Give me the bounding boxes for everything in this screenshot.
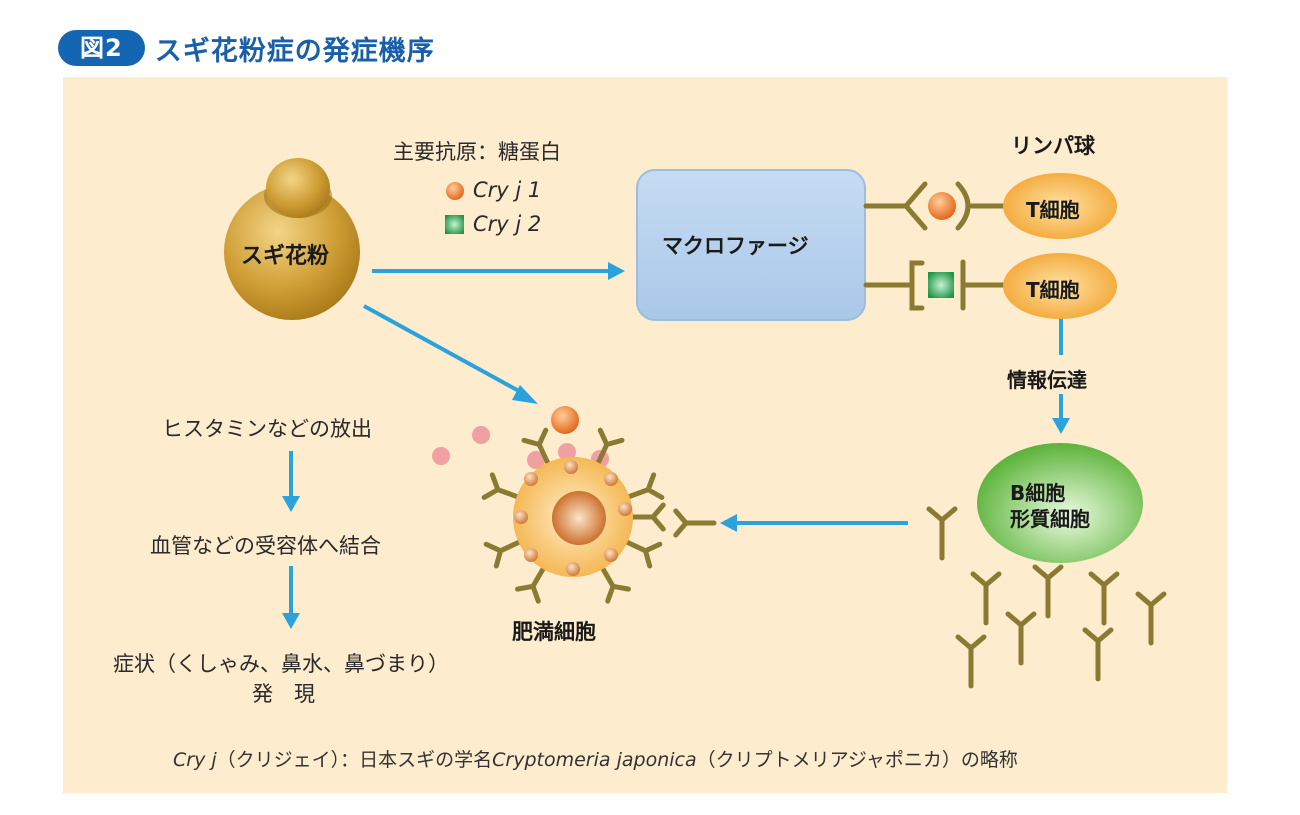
flow-step-symptoms: 症状（くしゃみ、鼻水、鼻づまり） <box>113 652 449 676</box>
pollen-label: スギ花粉 <box>241 244 330 269</box>
antibody-icon <box>515 562 548 604</box>
arrow-head <box>720 514 737 532</box>
arrow-pollen-to-mastcell <box>363 304 529 398</box>
antibody-icon <box>1088 571 1120 626</box>
cryj1-marker-icon <box>446 182 464 200</box>
b-cell-label: B細胞 <box>1010 481 1066 505</box>
antibody-icon <box>1032 564 1064 619</box>
antibody-icon <box>626 502 666 532</box>
granule <box>604 472 618 486</box>
figure-header: 図2 スギ花粉症の発症機序 <box>58 28 435 68</box>
t-cell-2-label: T細胞 <box>1026 278 1080 302</box>
footnote-abbrev: Cry j <box>173 749 217 771</box>
granule <box>618 502 632 516</box>
histamine-particle <box>527 451 545 469</box>
footnote-text-1: （クリジェイ）：日本スギの学名 <box>216 749 493 771</box>
antigen-presentation-cryj1 <box>863 181 1008 231</box>
b-cell-shape <box>977 443 1143 563</box>
t-cell-1-shape <box>1003 173 1117 239</box>
granule <box>514 510 528 524</box>
antibody-icon <box>1135 591 1167 646</box>
flow-step-onset: 発 現 <box>252 682 315 706</box>
lymphocyte-heading: リンパ球 <box>1011 134 1095 158</box>
macrophage-box <box>636 169 866 321</box>
granule <box>524 548 538 562</box>
t-cell-2-shape <box>1003 253 1117 319</box>
histamine-particle <box>558 443 576 461</box>
antibody-icon <box>955 634 987 689</box>
antigen-item-cryj1: Cry j 1 <box>473 178 542 202</box>
histamine-particle <box>432 447 450 465</box>
histamine-particle <box>472 426 490 444</box>
granule <box>566 562 580 576</box>
antibody-icon <box>926 506 958 561</box>
bound-allergen-icon <box>551 406 579 434</box>
arrow-head <box>282 613 300 629</box>
arrow-head <box>1052 418 1070 434</box>
antigen-item-cryj2: Cry j 2 <box>473 212 542 236</box>
cryj1-antigen-icon <box>928 192 956 220</box>
signal-transmission-label: 情報伝達 <box>1007 368 1087 392</box>
antibody-icon <box>481 472 523 501</box>
flow-step-receptor-binding: 血管などの受容体へ結合 <box>150 534 381 558</box>
mast-cell-granules <box>514 460 632 576</box>
t-cell-1-label: T細胞 <box>1026 198 1080 222</box>
pollen-grain-icon <box>224 158 360 320</box>
arrow-head <box>282 496 300 512</box>
figure-title: スギ花粉症の発症機序 <box>154 35 435 67</box>
antibody-icon <box>1082 627 1114 682</box>
granule <box>564 460 578 474</box>
antibody-icon <box>598 562 631 604</box>
mast-cell-antibodies <box>481 427 717 604</box>
plasma-cell-label: 形質細胞 <box>1010 507 1090 531</box>
mast-cell-label: 肥満細胞 <box>512 620 596 644</box>
granule <box>524 472 538 486</box>
footnote: Cry j（クリジェイ）：日本スギの学名Cryptomeria japonica… <box>173 745 1018 772</box>
antibody-icon <box>673 508 717 538</box>
macrophage-label: マクロファージ <box>662 234 809 258</box>
granule <box>604 548 618 562</box>
flow-step-histamine-release: ヒスタミンなどの放出 <box>162 417 372 441</box>
free-antibodies <box>926 506 1167 689</box>
antibody-icon <box>1005 611 1037 666</box>
antibody-icon <box>623 472 665 501</box>
footnote-text-2: （クリプトメリアジャポニカ）の略称 <box>696 749 1018 771</box>
cryj2-antigen-icon <box>928 272 954 298</box>
figure-number-badge: 図2 <box>58 30 145 66</box>
footnote-scientific-name: Cryptomeria japonica <box>492 749 697 771</box>
arrow-head <box>608 262 625 280</box>
antigen-heading: 主要抗原：糖蛋白 <box>393 140 561 164</box>
arrow-head <box>512 385 538 404</box>
antigen-presentation-cryj2 <box>863 259 1008 311</box>
mast-cell-nucleus <box>552 491 606 545</box>
antibody-icon <box>970 571 1002 626</box>
cryj2-marker-icon <box>445 215 464 234</box>
